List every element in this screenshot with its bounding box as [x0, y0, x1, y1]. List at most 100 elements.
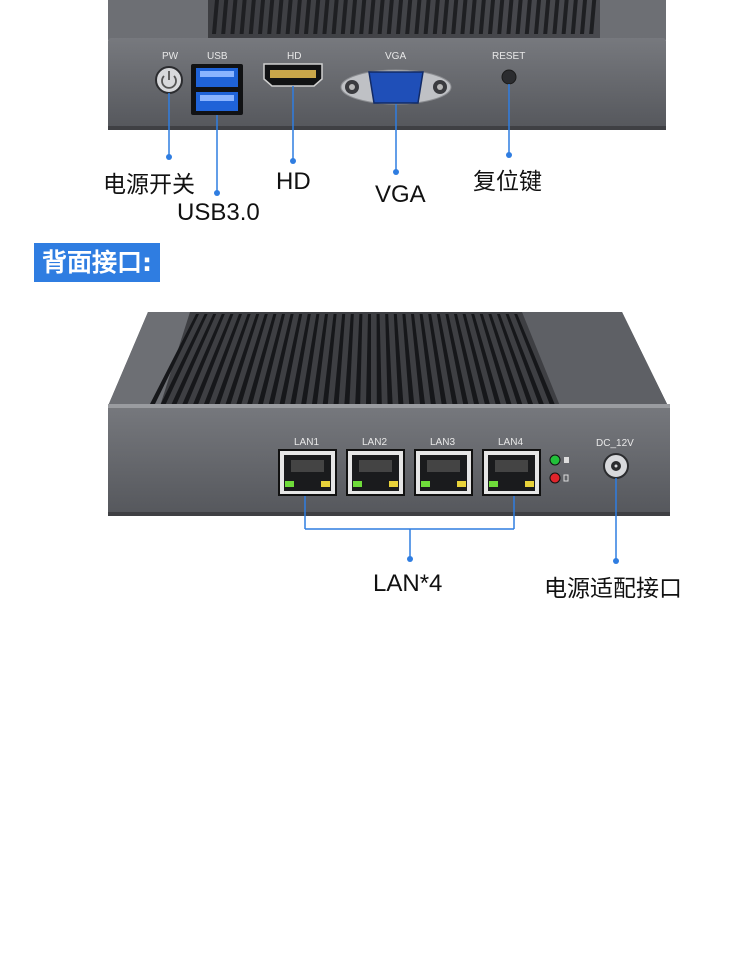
- heatsink-fin: [469, 0, 477, 34]
- heatsink-fin: [442, 0, 449, 34]
- heatsink-fin: [366, 314, 371, 404]
- led-icon-wifi: [564, 457, 569, 463]
- heatsink-fin: [377, 0, 385, 34]
- heatsink-fin: [423, 0, 431, 34]
- heatsink-fin: [294, 0, 302, 34]
- heatsink-fin: [393, 314, 404, 404]
- rear-device-illustration: LAN1 LAN2 LAN3 LAN4 DC_12V: [108, 312, 670, 564]
- heatsink-fin: [279, 314, 303, 404]
- hd-port-label: HD: [287, 51, 301, 62]
- heatsink-fin: [248, 0, 256, 34]
- reset-button[interactable]: [501, 69, 517, 85]
- heatsink-fin: [436, 314, 458, 404]
- heatsink-fin: [247, 314, 277, 404]
- lan-port-4[interactable]: [482, 449, 541, 496]
- callout-vga: VGA: [375, 181, 426, 208]
- heatsink-fin: [171, 314, 217, 404]
- heatsink-fin: [454, 314, 479, 404]
- heatsink-fin: [488, 314, 523, 404]
- heatsink-fin: [396, 0, 403, 34]
- heatsink-fin: [497, 314, 533, 404]
- heatsink-fin: [285, 0, 293, 34]
- led-icon-disk: [563, 474, 569, 482]
- heatsink-fin: [462, 314, 490, 404]
- heatsink-fin: [214, 314, 251, 404]
- heatsink-fin: [451, 0, 459, 34]
- heatsink-fin: [313, 0, 321, 34]
- heatsink-fin: [432, 0, 440, 34]
- heatsink-fin: [543, 0, 551, 34]
- heatsink-fin: [411, 314, 425, 404]
- callout-reset: 复位键: [473, 169, 542, 195]
- callout-usb: USB3.0: [177, 199, 260, 226]
- power-icon: [161, 75, 177, 89]
- led-red: [549, 472, 561, 484]
- heatsink-fin: [322, 314, 337, 404]
- lan1-port-label: LAN1: [294, 437, 319, 448]
- vga-port-label: VGA: [385, 51, 406, 62]
- heatsink-fin: [350, 0, 357, 34]
- heatsink-fin: [506, 0, 514, 34]
- pw-port-label: PW: [162, 51, 179, 62]
- front-device-illustration: PW USB HD VGA RESET: [108, 0, 666, 196]
- heatsink-fin: [570, 0, 578, 34]
- callout-power-adapter: 电源适配接口: [544, 576, 682, 602]
- rear-callout-lines: [304, 478, 619, 564]
- vga-port[interactable]: [340, 69, 452, 105]
- heatsink-fin: [589, 0, 597, 34]
- status-leds: [549, 454, 569, 484]
- heatsink-fin: [312, 314, 328, 404]
- heatsink-fin: [160, 314, 208, 404]
- heatsink-fin: [193, 314, 234, 404]
- lan-port-3[interactable]: [414, 449, 473, 496]
- heatsink-fin: [534, 0, 541, 34]
- heatsink-fin: [340, 0, 348, 34]
- heatsink-fin: [344, 314, 354, 404]
- power-button[interactable]: [155, 66, 183, 94]
- front-heatsink-fins: [108, 0, 666, 40]
- rear-heatsink: [108, 312, 668, 406]
- usb-port-label: USB: [207, 51, 228, 62]
- heatsink-fin: [505, 314, 544, 404]
- front-callout-lines: [166, 84, 512, 196]
- heatsink-fin: [258, 0, 265, 34]
- usb-ports[interactable]: [191, 64, 243, 115]
- heatsink-fin: [376, 314, 382, 404]
- heatsink-fin: [419, 314, 436, 404]
- heatsink-fin: [322, 0, 330, 34]
- heatsink-fin: [150, 314, 199, 404]
- heatsink-fin: [460, 0, 468, 34]
- heatsink-fin: [304, 0, 311, 34]
- heatsink-fin: [524, 0, 532, 34]
- lan-port-1[interactable]: [278, 449, 337, 496]
- heatsink-fin: [488, 0, 495, 34]
- heatsink-fin: [355, 314, 363, 404]
- heatsink-fin: [359, 0, 367, 34]
- heatsink-fin: [333, 314, 346, 404]
- heatsink-fin: [445, 314, 469, 404]
- heatsink-fin: [580, 0, 587, 34]
- heatsink-fin: [497, 0, 505, 34]
- heatsink-fin: [221, 0, 229, 34]
- led-green: [549, 454, 561, 466]
- heatsink-fin: [258, 314, 285, 404]
- heatsink-fin: [204, 314, 242, 404]
- dc-port-label: DC_12V: [596, 438, 634, 449]
- heatsink-fin: [428, 314, 447, 404]
- heatsink-fin: [331, 0, 339, 34]
- lan-port-2[interactable]: [346, 449, 405, 496]
- lan3-port-label: LAN3: [430, 437, 455, 448]
- heatsink-fin: [478, 0, 486, 34]
- heatsink-fin: [301, 314, 320, 404]
- lan4-port-label: LAN4: [498, 437, 523, 448]
- heatsink-fin: [225, 314, 260, 404]
- heatsink-fin: [368, 0, 376, 34]
- heatsink-fin: [479, 314, 512, 404]
- heatsink-fin: [386, 0, 394, 34]
- hdmi-port[interactable]: [263, 63, 323, 87]
- callout-power-switch: 电源开关: [103, 172, 195, 198]
- dc-power-jack[interactable]: [603, 453, 629, 479]
- lan2-port-label: LAN2: [362, 437, 387, 448]
- heatsink-fin: [182, 314, 225, 404]
- heatsink-fin: [514, 314, 555, 404]
